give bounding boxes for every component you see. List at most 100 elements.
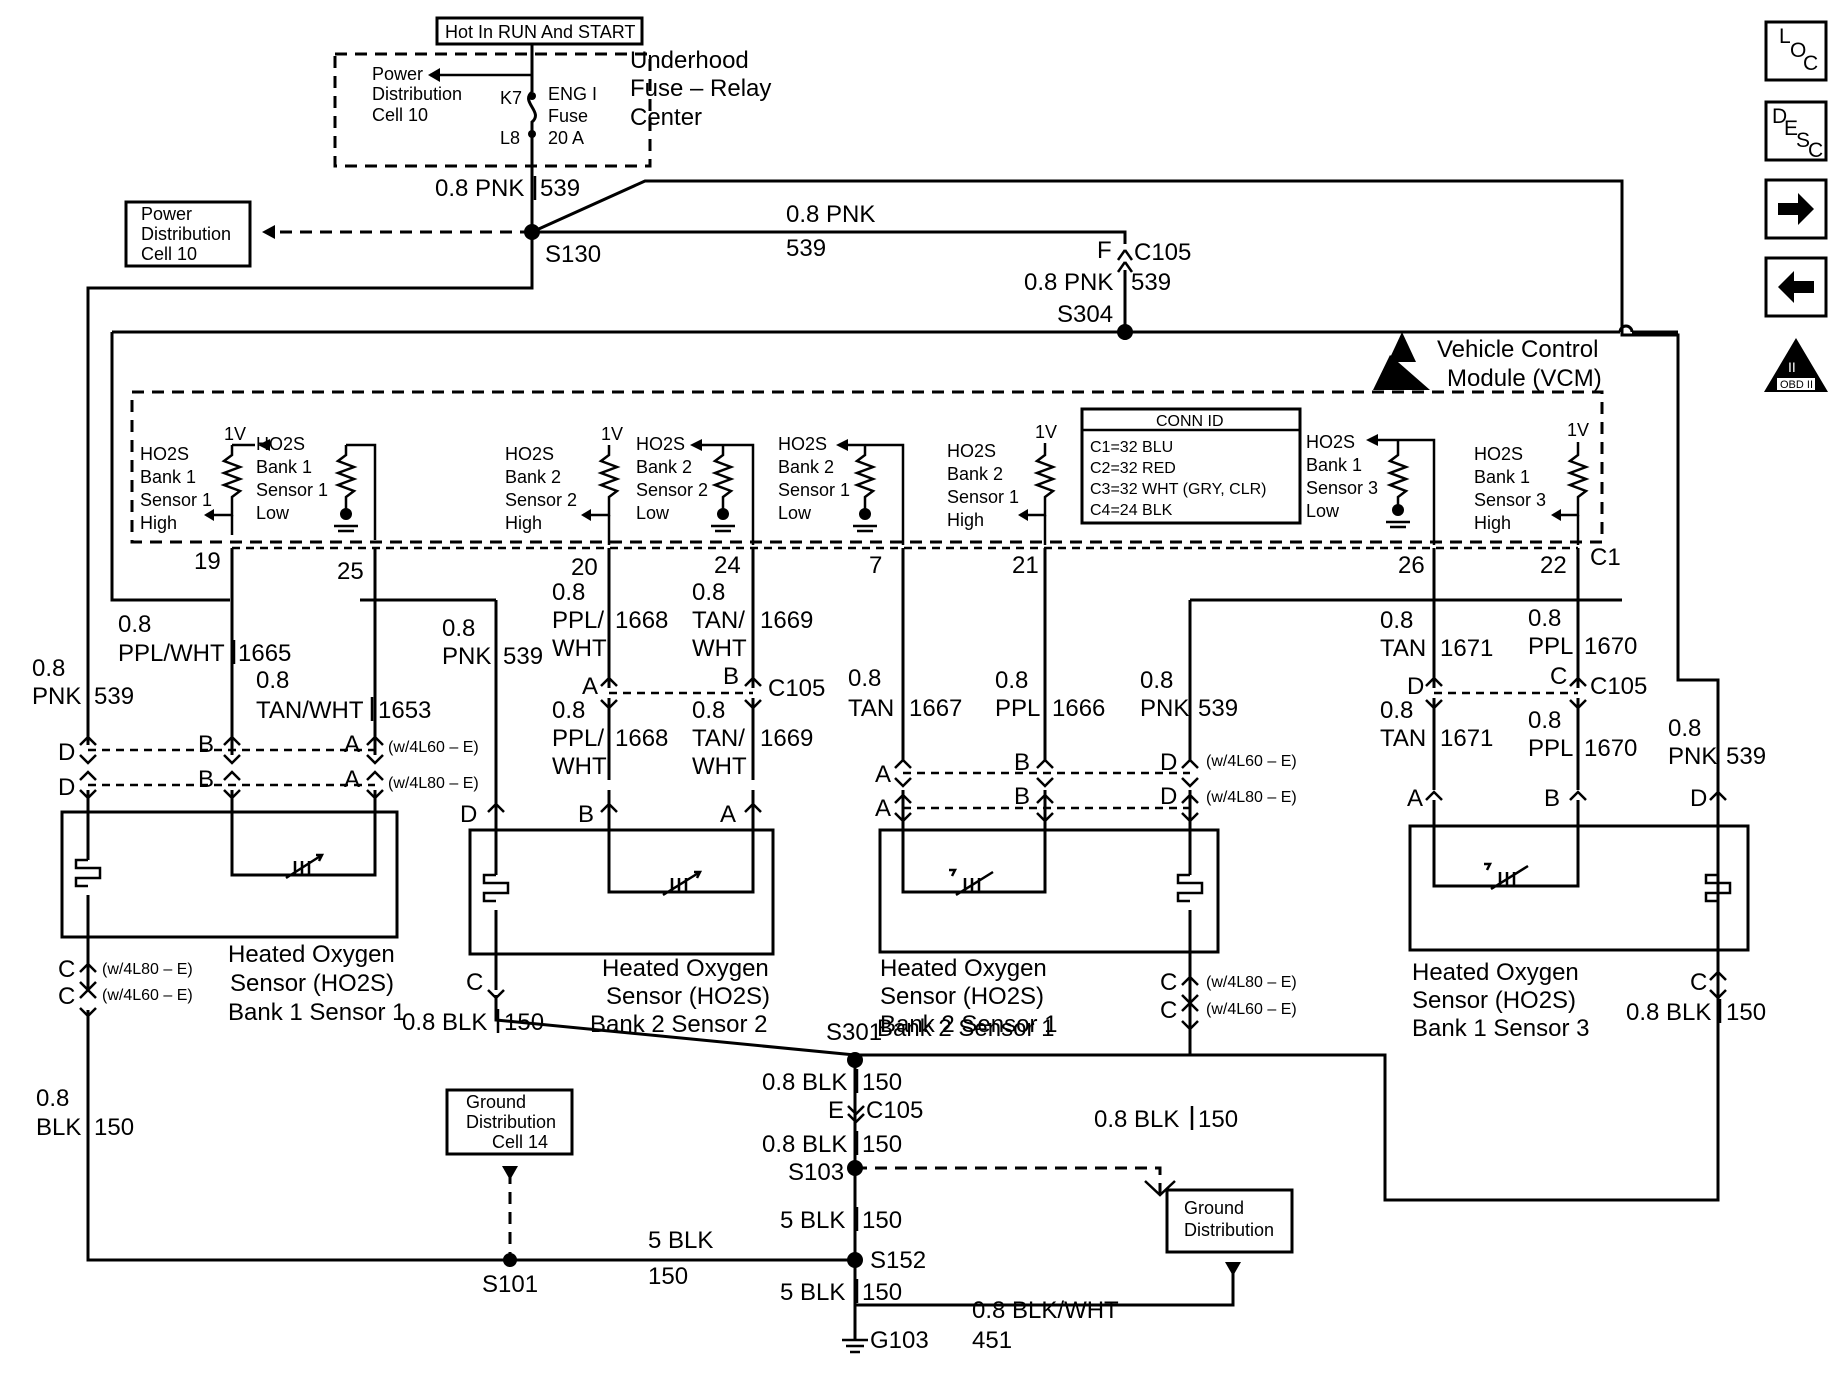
connector-label: C105 — [1134, 239, 1191, 266]
svg-text:451: 451 — [972, 1327, 1012, 1354]
svg-text:Module (VCM): Module (VCM) — [1447, 365, 1602, 392]
wire-label: 539 — [540, 175, 580, 202]
svg-text:Low: Low — [256, 503, 290, 523]
fuse-relay-box — [333, 52, 652, 168]
svg-text:(w/4L60 – E): (w/4L60 – E) — [1206, 753, 1297, 770]
svg-text:0.8: 0.8 — [1380, 607, 1413, 634]
vcm-output-wires — [230, 548, 1622, 790]
svg-text:Heated Oxygen: Heated Oxygen — [602, 955, 769, 982]
svg-text:Sensor 1: Sensor 1 — [947, 487, 1019, 507]
sensor-label-b2s2: Heated Oxygen Sensor (HO2S) Bank 2 Senso… — [590, 955, 770, 1038]
svg-text:High: High — [140, 513, 177, 533]
svg-text:HO2S: HO2S — [778, 434, 827, 454]
svg-text:1666: 1666 — [1052, 695, 1105, 722]
desc-button[interactable]: D E S C — [1764, 100, 1828, 162]
svg-text:L: L — [1779, 25, 1791, 48]
svg-text:(w/4L80 – E): (w/4L80 – E) — [388, 775, 479, 792]
svg-text:1668: 1668 — [615, 607, 668, 634]
svg-text:Bank 1 Sensor 3: Bank 1 Sensor 3 — [1412, 1015, 1589, 1042]
svg-text:0.8: 0.8 — [1528, 605, 1561, 632]
svg-text:Sensor (HO2S): Sensor (HO2S) — [1412, 987, 1576, 1014]
svg-text:(w/4L60 – E): (w/4L60 – E) — [1206, 1001, 1297, 1018]
svg-text:0.8: 0.8 — [1528, 707, 1561, 734]
svg-text:Bank 1: Bank 1 — [256, 457, 312, 477]
svg-text:0.8: 0.8 — [36, 1085, 69, 1112]
svg-text:WHT: WHT — [552, 753, 607, 780]
svg-text:150: 150 — [1198, 1106, 1238, 1133]
svg-text:High: High — [505, 513, 542, 533]
obd-ii-icon[interactable]: II OBD II — [1764, 338, 1828, 392]
svg-text:II: II — [1788, 359, 1796, 375]
svg-text:B: B — [723, 663, 739, 690]
sensor-b2s1 — [878, 790, 1220, 1055]
svg-text:TAN: TAN — [1380, 635, 1426, 662]
svg-text:B: B — [578, 801, 594, 828]
svg-text:1665: 1665 — [238, 640, 291, 667]
svg-text:1667: 1667 — [909, 695, 962, 722]
svg-text:(w/4L80 – E): (w/4L80 – E) — [1206, 974, 1297, 991]
l8-label: L8 — [500, 128, 520, 148]
svg-text:Bank 1 Sensor 1: Bank 1 Sensor 1 — [228, 999, 405, 1026]
svg-text:Heated Oxygen: Heated Oxygen — [880, 955, 1047, 982]
svg-text:D: D — [1160, 749, 1177, 776]
svg-text:Vehicle Control: Vehicle Control — [1437, 336, 1598, 363]
svg-text:0.8: 0.8 — [1380, 697, 1413, 724]
svg-text:150: 150 — [862, 1207, 902, 1234]
svg-text:PPL: PPL — [1528, 735, 1573, 762]
prev-arrow-button[interactable] — [1764, 256, 1828, 318]
svg-text:5 BLK: 5 BLK — [780, 1279, 845, 1306]
svg-text:0.8: 0.8 — [692, 579, 725, 606]
svg-text:Low: Low — [778, 503, 812, 523]
label-b1s1-high: HO2S Bank 1 Sensor 1 High — [140, 444, 212, 533]
svg-text:0.8: 0.8 — [692, 697, 725, 724]
svg-text:Bank 1: Bank 1 — [1474, 467, 1530, 487]
svg-text:539: 539 — [503, 643, 543, 670]
svg-text:C3=32 WHT (GRY, CLR): C3=32 WHT (GRY, CLR) — [1090, 481, 1267, 498]
c105-connectors: A B C105 D C C105 — [582, 663, 1647, 710]
svg-text:TAN: TAN — [1380, 725, 1426, 752]
svg-text:0.8: 0.8 — [552, 579, 585, 606]
svg-text:Bank 1: Bank 1 — [1306, 455, 1362, 475]
svg-text:1V: 1V — [224, 424, 246, 444]
vcm-box — [130, 390, 1604, 544]
svg-text:HO2S: HO2S — [1474, 444, 1523, 464]
svg-text:1671: 1671 — [1440, 725, 1493, 752]
svg-text:0.8 BLK: 0.8 BLK — [1626, 999, 1711, 1026]
svg-text:OBD II: OBD II — [1780, 379, 1813, 391]
fuse-center-title: Underhood Fuse – Relay Center — [630, 47, 771, 131]
sensor-b1s1 — [60, 790, 399, 990]
svg-text:A: A — [344, 731, 360, 758]
svg-text:D: D — [1407, 673, 1424, 700]
svg-text:Bank 2: Bank 2 — [636, 457, 692, 477]
svg-text:B: B — [1544, 785, 1560, 812]
svg-text:20 A: 20 A — [548, 128, 584, 148]
svg-text:A: A — [875, 795, 891, 822]
svg-text:TAN: TAN — [848, 695, 894, 722]
svg-text:C: C — [466, 969, 483, 996]
svg-text:Ground: Ground — [466, 1092, 526, 1112]
svg-text:PPL/: PPL/ — [552, 607, 604, 634]
pin-label: F — [1097, 237, 1112, 264]
splice-s152 — [847, 1252, 863, 1268]
svg-text:Bank 2 Sensor 1: Bank 2 Sensor 1 — [877, 1015, 1054, 1042]
svg-text:(w/4L80 – E): (w/4L80 – E) — [1206, 789, 1297, 806]
svg-text:Bank 2 Sensor 2: Bank 2 Sensor 2 — [590, 1011, 767, 1038]
label-b2s1-low: HO2S Bank 2 Sensor 1 Low — [778, 434, 850, 523]
svg-text:0.8: 0.8 — [1140, 667, 1173, 694]
hot-in-run-label: Hot In RUN And START — [435, 16, 644, 46]
svg-text:PPL/: PPL/ — [552, 725, 604, 752]
svg-text:0.8: 0.8 — [848, 665, 881, 692]
label-b2s2-high: HO2S Bank 2 Sensor 2 High — [505, 444, 577, 533]
svg-text:150: 150 — [862, 1279, 902, 1306]
svg-text:Bank 2 Sensor 1: Bank 2 Sensor 1 — [880, 1011, 1057, 1038]
sensor-label-b1s3: Heated Oxygen Sensor (HO2S) Bank 1 Senso… — [1412, 959, 1589, 1042]
wire-labels-upper: 0.8 PPL/WHT 1665 0.8 PNK 539 0.8 TAN/WHT… — [32, 579, 1766, 780]
loc-button[interactable]: L O C — [1764, 20, 1828, 82]
svg-text:0.8 BLK/WHT: 0.8 BLK/WHT — [972, 1297, 1119, 1324]
svg-text:Heated Oxygen: Heated Oxygen — [228, 941, 395, 968]
svg-text:D: D — [58, 774, 75, 801]
svg-text:Heated Oxygen: Heated Oxygen — [1412, 959, 1579, 986]
svg-text:C: C — [1160, 997, 1177, 1024]
next-arrow-button[interactable] — [1764, 178, 1828, 240]
